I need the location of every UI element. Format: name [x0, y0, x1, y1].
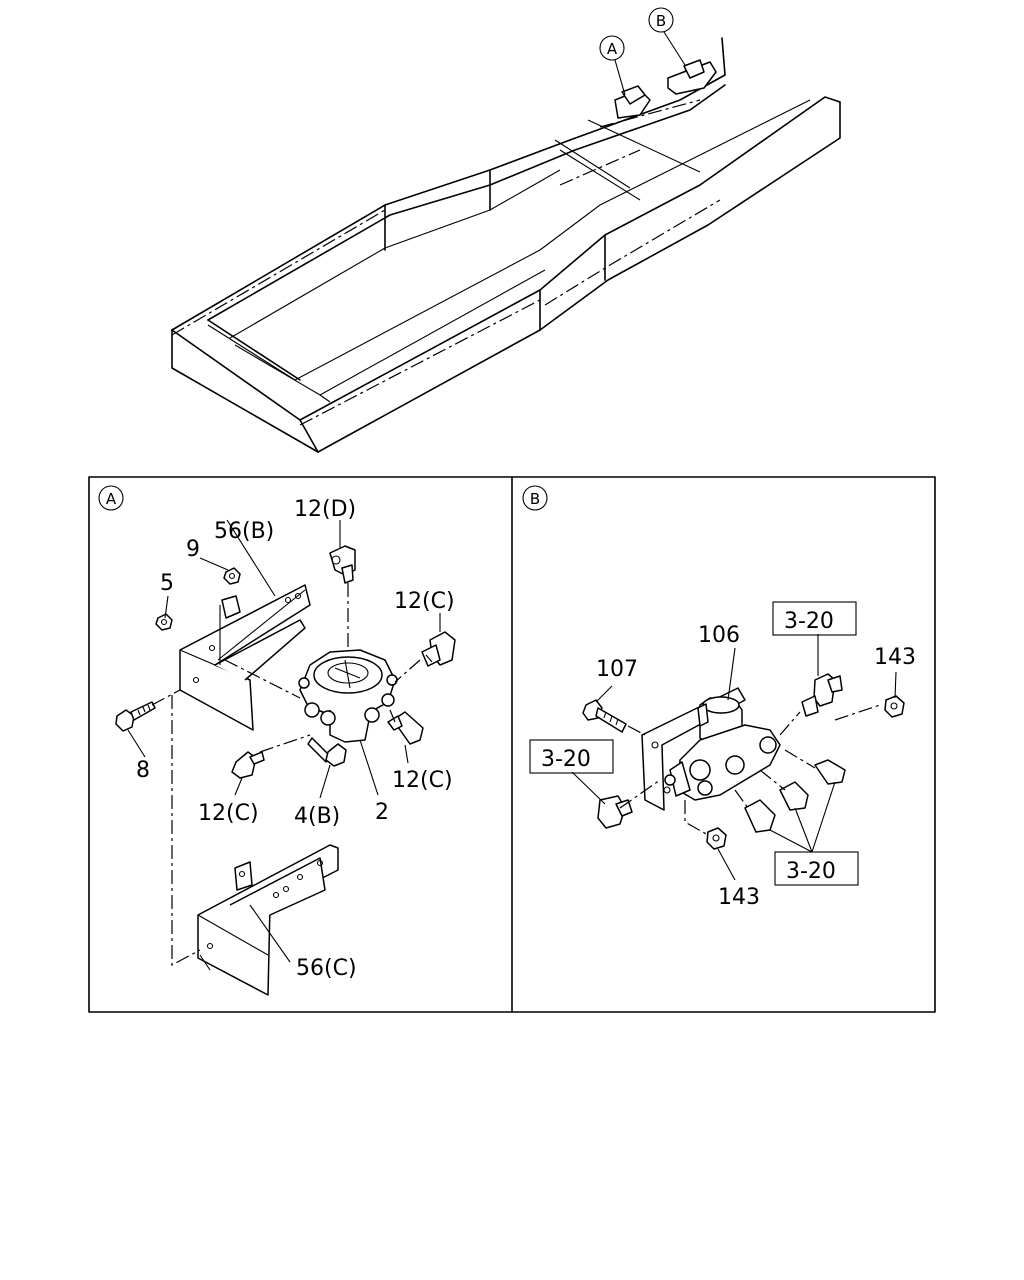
label-2: 2 — [375, 800, 389, 825]
svg-text:A: A — [106, 490, 117, 508]
svg-text:B: B — [530, 490, 540, 508]
ref-box-3-20-bottom — [774, 851, 859, 886]
detail-panels-frame — [88, 476, 936, 1013]
bolt-107 — [582, 699, 627, 733]
fitting-3-20-top — [801, 673, 843, 717]
bracket-56c — [197, 844, 339, 996]
label-56b: 56(B) — [214, 519, 274, 544]
panel-a: A — [98, 485, 456, 996]
ref-box-3-20-left — [529, 739, 614, 774]
label-12c-right-bottom: 12(C) — [392, 768, 453, 793]
bolt-8 — [115, 701, 156, 732]
fitting-12d — [329, 545, 356, 584]
label-5: 5 — [160, 571, 174, 596]
fitting-12c-left — [231, 751, 265, 779]
ref-3-20-bottom: 3-20 — [786, 859, 836, 884]
nut-143-top — [884, 695, 905, 718]
fitting-3-20-left — [597, 795, 633, 829]
svg-text:B: B — [656, 12, 666, 30]
bracket-56b — [179, 584, 311, 731]
chassis-frame — [171, 37, 841, 453]
ref-3-20-top: 3-20 — [784, 609, 834, 634]
callout-a-marker: A — [599, 35, 626, 96]
label-12c-top-right: 12(C) — [394, 589, 455, 614]
fitting-12c-right-bottom — [387, 711, 424, 745]
label-107: 107 — [596, 657, 638, 682]
callout-b-marker: B — [648, 7, 686, 66]
label-143-top: 143 — [874, 645, 916, 670]
label-106: 106 — [698, 623, 740, 648]
ref-box-3-20-top — [772, 601, 857, 636]
relay-valve-2 — [298, 649, 398, 743]
label-4b: 4(B) — [294, 804, 340, 829]
bolt-4b — [307, 737, 347, 767]
ref-3-20-left: 3-20 — [541, 747, 591, 772]
panel-b: B — [522, 485, 905, 886]
nut-143-bottom — [706, 827, 727, 850]
nut-9 — [223, 567, 241, 585]
panel-a-tag — [98, 485, 124, 511]
svg-text:A: A — [607, 40, 618, 58]
label-56c: 56(C) — [296, 956, 357, 981]
fittings-3-20-bottom — [744, 759, 846, 833]
panel-b-tag — [522, 485, 548, 511]
solenoid-valve-106 — [664, 696, 781, 801]
label-12d: 12(D) — [294, 497, 356, 522]
label-9: 9 — [186, 537, 200, 562]
label-8: 8 — [136, 758, 150, 783]
fitting-12c-top-right — [421, 631, 456, 667]
nut-5 — [155, 613, 173, 631]
label-12c-left: 12(C) — [198, 801, 259, 826]
label-143-bottom: 143 — [718, 885, 760, 910]
